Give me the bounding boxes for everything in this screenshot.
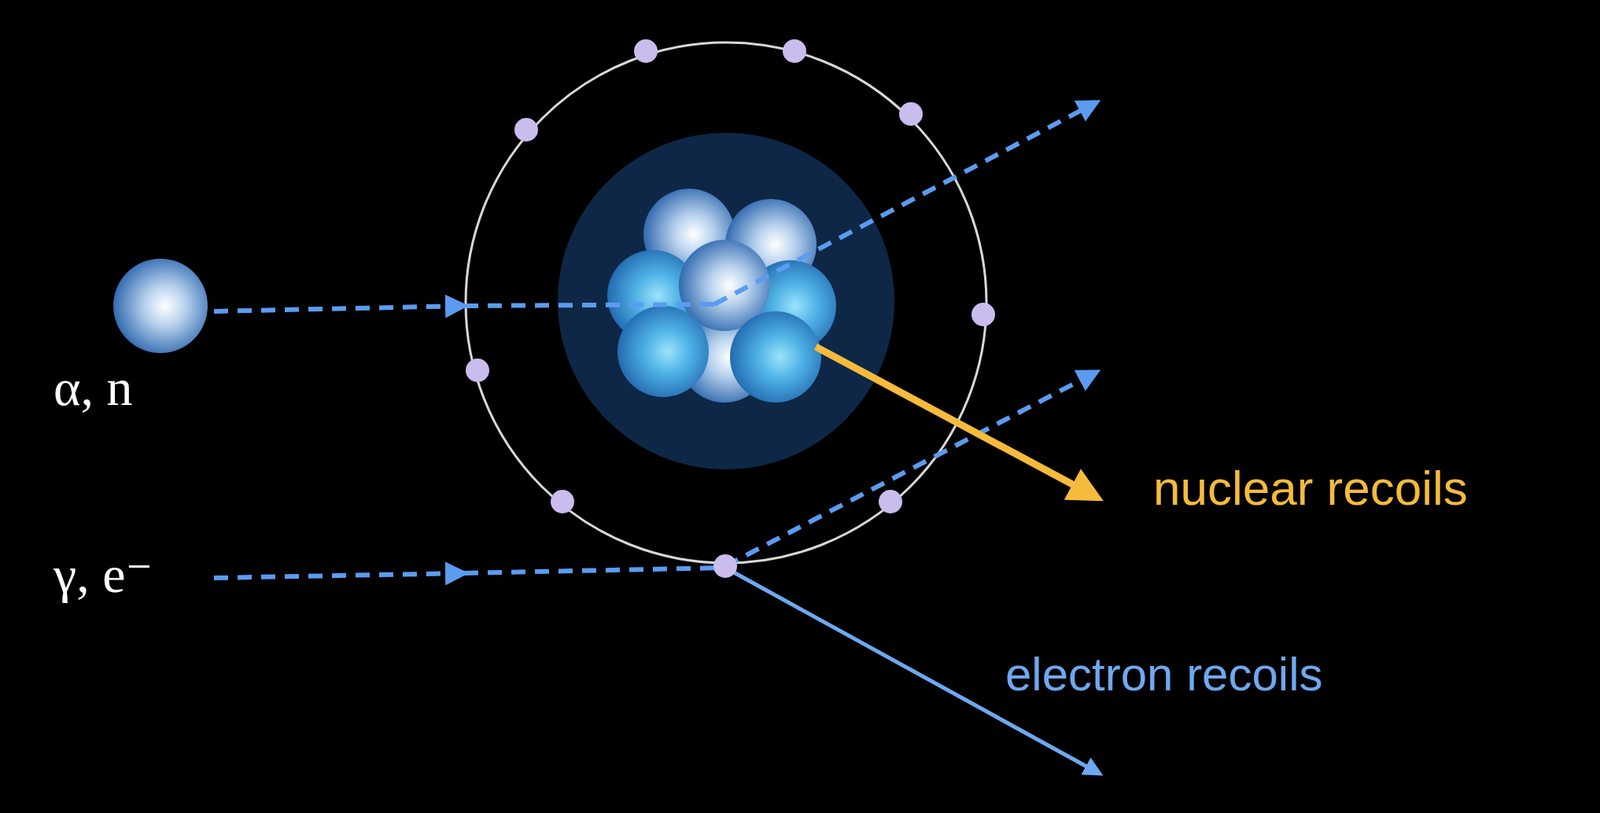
recoil-label: electron recoils: [1005, 647, 1324, 702]
incident-particle-label: γ, e⁻: [53, 545, 153, 605]
nucleus: [607, 188, 837, 403]
electron-orbit: [465, 42, 987, 564]
incident-particle-label: α, n: [53, 357, 133, 418]
nucleus-glow: [557, 132, 895, 470]
nuclear-recoil-arrow: [815, 346, 1098, 498]
particle-paths: [213, 102, 1097, 579]
recoil-label: nuclear recoils: [1153, 460, 1468, 517]
electrons: [465, 39, 996, 579]
incoming-particle: [113, 258, 208, 354]
